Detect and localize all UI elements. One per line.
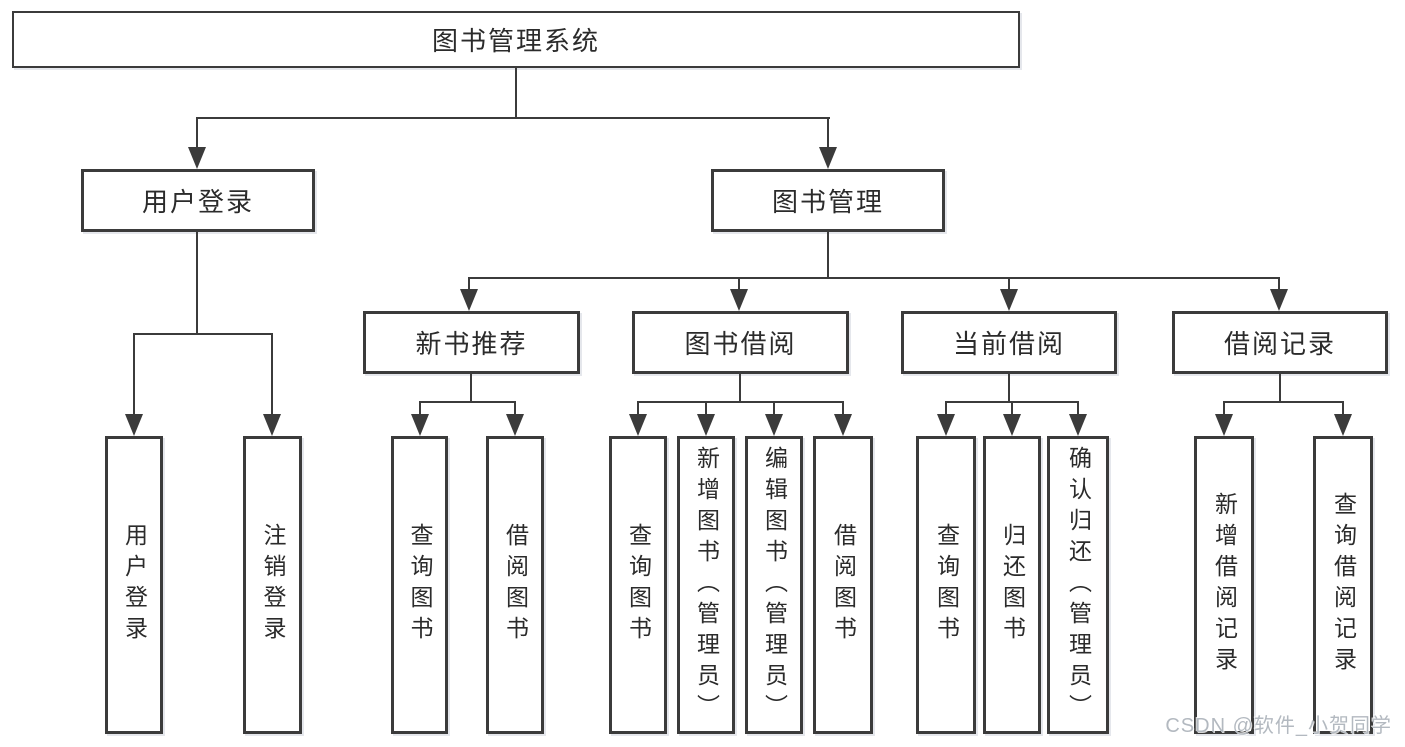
node-root-label: 图书管理系统 [431,26,600,56]
arrowhead-new-book-recommend [460,289,478,311]
node-book-borrow-label: 图书借阅 [684,329,797,359]
leaf-recommend-query-book-label: 查询图书 [407,523,433,647]
arrowhead-current-borrow [1000,289,1018,311]
edge-borrow-split [637,401,844,403]
edge-recommend-drop-1 [419,401,421,416]
edge-root-split [196,117,830,119]
leaf-recommend-borrow-book: 借阅图书 [486,436,544,734]
arrowhead-current-return-book [1003,414,1021,436]
edge-bm-drop-4 [1278,277,1280,293]
node-root: 图书管理系统 [12,11,1020,68]
edge-recommend-split [419,401,516,403]
leaf-borrow-query-book-label: 查询图书 [625,523,652,647]
arrowhead-record-query [1334,414,1352,436]
leaf-record-query-borrow-record-label: 查询借阅记录 [1330,492,1357,678]
leaf-user-login: 用户登录 [105,436,163,734]
arrowhead-recommend-query-book [411,414,429,436]
leaf-current-query-book-label: 查询图书 [933,523,960,647]
edge-current-drop-3 [1077,401,1079,416]
arrowhead-borrow-record [1270,289,1288,311]
edge-current-drop-2 [1011,401,1013,416]
edge-record-drop-2 [1342,401,1344,416]
edge-bm-drop-3 [1008,277,1010,293]
edge-borrow-stem [739,374,741,403]
arrowhead-current-confirm-return [1069,414,1087,436]
leaf-borrow-query-book: 查询图书 [609,436,667,734]
leaf-record-query-borrow-record: 查询借阅记录 [1313,436,1373,734]
leaf-current-query-book: 查询图书 [916,436,976,734]
edge-borrow-drop-1 [637,401,639,416]
node-current-borrow: 当前借阅 [901,311,1117,374]
arrowhead-borrow-add-book [697,414,715,436]
leaf-borrow-edit-book-admin-label: 编辑图书（管理员） [761,445,788,725]
leaf-borrow-add-book-admin-label: 新增图书（管理员） [693,445,720,725]
leaf-borrow-edit-book-admin: 编辑图书（管理员） [745,436,803,734]
arrowhead-borrow-edit-book [765,414,783,436]
csdn-watermark: CSDN @软件_小贺同学 [1165,715,1392,737]
node-borrow-record-label: 借阅记录 [1223,329,1336,359]
edge-root-drop-right [827,117,829,149]
node-book-borrow: 图书借阅 [632,311,849,374]
node-borrow-record: 借阅记录 [1172,311,1388,374]
edge-current-drop-1 [945,401,947,416]
edge-bm-drop-1 [468,277,470,293]
arrowhead-book-borrow [730,289,748,311]
edge-book-management-stem [827,232,829,279]
arrowhead-recommend-borrow-book [506,414,524,436]
node-book-management-label: 图书管理 [771,187,884,217]
node-user-login: 用户登录 [81,169,315,232]
node-new-book-recommend: 新书推荐 [363,311,580,374]
arrowhead-user-login [188,147,206,169]
leaf-current-return-book: 归还图书 [983,436,1041,734]
arrowhead-current-query-book [937,414,955,436]
leaf-recommend-borrow-book-label: 借阅图书 [502,523,529,647]
leaf-logout-label: 注销登录 [260,523,286,647]
arrowhead-borrow-borrow-book [834,414,852,436]
arrowhead-book-management [819,147,837,169]
node-current-borrow-label: 当前借阅 [952,329,1065,359]
leaf-logout: 注销登录 [243,436,302,734]
edge-user-login-drop-2 [271,333,273,415]
arrowhead-leaf-logout [263,414,281,436]
edge-record-stem [1279,374,1281,403]
arrowhead-leaf-user-login [125,414,143,436]
arrowhead-record-add [1215,414,1233,436]
edge-user-login-drop-1 [133,333,135,415]
edge-recommend-stem [470,374,472,403]
edge-root-drop-left [196,117,198,149]
leaf-borrow-borrow-book-label: 借阅图书 [830,523,857,647]
leaf-recommend-query-book: 查询图书 [391,436,448,734]
edge-borrow-drop-4 [842,401,844,416]
edge-current-stem [1008,374,1010,403]
edge-user-login-split [133,333,273,335]
leaf-current-confirm-return-admin: 确认归还（管理员） [1047,436,1109,734]
leaf-record-add-borrow-record: 新增借阅记录 [1194,436,1254,734]
leaf-current-confirm-return-admin-label: 确认归还（管理员） [1065,445,1092,725]
edge-book-management-split [468,277,1280,279]
edge-bm-drop-2 [738,277,740,293]
leaf-borrow-borrow-book: 借阅图书 [813,436,873,734]
node-new-book-recommend-label: 新书推荐 [415,329,528,359]
edge-borrow-drop-3 [773,401,775,416]
node-book-management: 图书管理 [711,169,945,232]
arrowhead-borrow-query-book [629,414,647,436]
edge-record-drop-1 [1223,401,1225,416]
leaf-user-login-label: 用户登录 [121,523,148,647]
edge-record-split [1223,401,1344,403]
edge-borrow-drop-2 [705,401,707,416]
node-user-login-label: 用户登录 [141,187,254,217]
edge-recommend-drop-2 [514,401,516,416]
edge-root-stem [515,68,517,118]
leaf-record-add-borrow-record-label: 新增借阅记录 [1211,492,1238,678]
leaf-current-return-book-label: 归还图书 [999,523,1026,647]
edge-user-login-stem [196,232,198,335]
leaf-borrow-add-book-admin: 新增图书（管理员） [677,436,735,734]
